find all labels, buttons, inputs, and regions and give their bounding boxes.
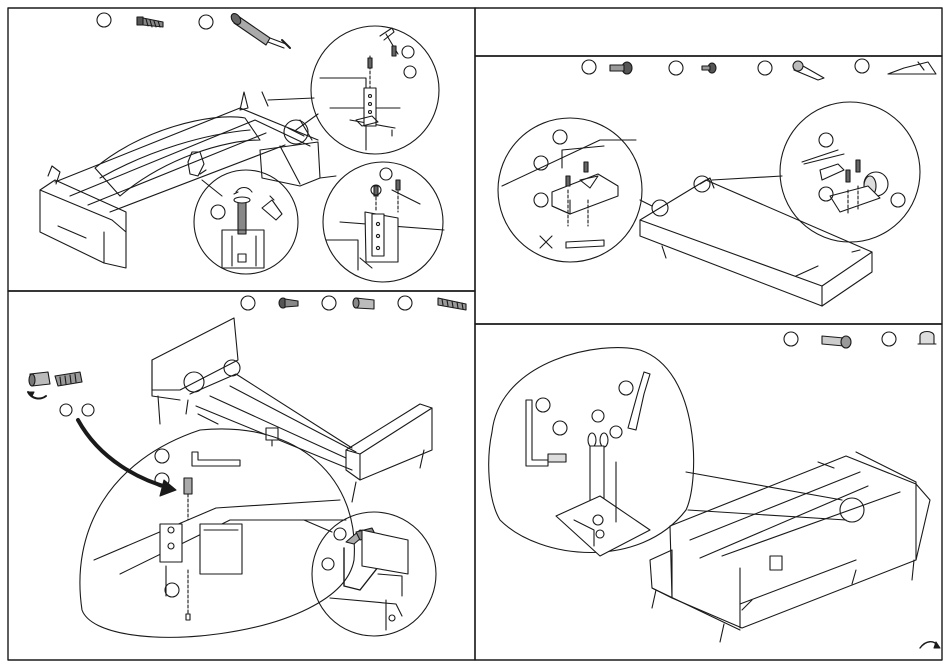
panel-3-parts-row — [582, 59, 936, 80]
detail-bubble-frame-joint — [80, 429, 354, 637]
short-screw-icon — [279, 298, 298, 308]
threaded-rod-icon — [438, 298, 466, 310]
barrel-nut-icon — [353, 298, 374, 309]
part-callout-2 — [199, 15, 213, 29]
callout-o — [534, 193, 548, 207]
short-screw-icon — [610, 62, 632, 74]
callout-b — [404, 66, 416, 78]
leader-line — [320, 176, 336, 178]
cross-mark-icon — [540, 236, 552, 248]
leader-line — [688, 510, 846, 520]
part-callout-2 — [669, 61, 683, 75]
leader-line — [712, 176, 782, 180]
leader-line — [198, 414, 218, 424]
leader-line — [268, 98, 314, 100]
cap-nut-icon — [918, 332, 936, 345]
callout-g — [82, 404, 94, 416]
callout-t — [553, 421, 567, 435]
part-callout-2 — [882, 332, 896, 346]
detail-bubble-hex-key-bolt — [311, 26, 439, 154]
detail-bubble-small — [284, 120, 308, 144]
leg-post-icon — [229, 12, 290, 48]
panel-3 — [498, 59, 936, 306]
assembly-arrow — [78, 420, 170, 488]
panel-1-parts-row — [97, 12, 290, 48]
panel-1 — [40, 12, 444, 282]
callout-u — [592, 410, 604, 422]
joint-bubble — [840, 498, 864, 522]
callout-j — [165, 583, 179, 597]
joint-bubble — [184, 372, 204, 392]
callout-r — [891, 193, 905, 207]
callout-l — [322, 558, 334, 570]
part-callout-1 — [784, 332, 798, 346]
panel-4-parts-row — [784, 332, 936, 349]
callout-e — [211, 205, 225, 219]
panel-4 — [489, 332, 940, 649]
callout-a — [402, 46, 414, 58]
callout-p — [819, 133, 833, 147]
detail-bubble-wedge — [498, 118, 642, 262]
wedge-bracket-icon — [888, 62, 936, 74]
part-callout-3 — [398, 296, 412, 310]
sofa-base-upside-down — [40, 92, 320, 268]
callout-v — [619, 381, 633, 395]
part-callout-1 — [97, 13, 111, 27]
next-page-icon — [920, 642, 940, 648]
bolt-icon — [822, 336, 851, 348]
detail-bubble-hinge — [489, 348, 694, 556]
loose-fasteners — [28, 372, 94, 416]
part-callout-2 — [322, 296, 336, 310]
callout-m — [553, 130, 567, 144]
panel-2 — [28, 296, 466, 637]
sofa-frame-upright — [152, 318, 432, 502]
panel-frames — [8, 8, 942, 660]
button-head-screw-icon — [702, 63, 716, 73]
detail-bubble-rail-screws — [312, 512, 436, 636]
part-callout-3 — [758, 61, 772, 75]
part-callout-4 — [855, 59, 869, 73]
panel-2-parts-row — [241, 296, 466, 310]
callout-f — [60, 404, 72, 416]
screw-icon — [137, 17, 163, 27]
leader-line — [640, 200, 652, 206]
detail-bubble-leg-mount — [323, 162, 444, 282]
leader-line — [686, 472, 842, 500]
part-callout-1 — [241, 296, 255, 310]
part-callout-1 — [582, 60, 596, 74]
callout-k — [334, 528, 346, 540]
joint-bubble — [224, 360, 240, 376]
sofa-assembled-base — [650, 452, 930, 642]
callout-q — [819, 187, 833, 201]
callout-h — [155, 449, 169, 463]
callout-s — [536, 398, 550, 412]
wheel-bracket-icon — [793, 61, 824, 80]
leader-line — [304, 520, 332, 532]
callout-c — [380, 168, 392, 180]
